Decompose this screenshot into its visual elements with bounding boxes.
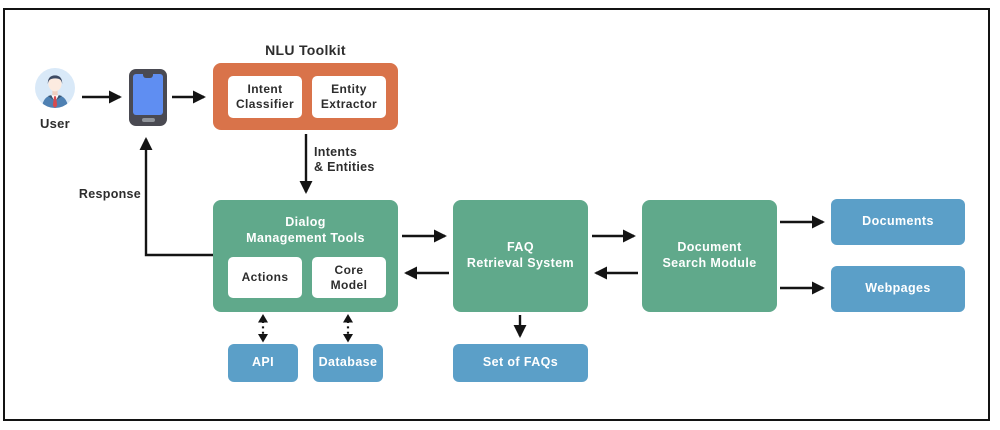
- faq-retrieval-box: FAQ Retrieval System: [453, 200, 588, 312]
- intents-entities-label: Intents & Entities: [314, 145, 375, 174]
- document-search-box: Document Search Module: [642, 200, 777, 312]
- api-box: API: [228, 344, 298, 382]
- user-label: User: [39, 116, 71, 131]
- smartphone-icon: [129, 69, 167, 126]
- phone-home-button: [141, 118, 155, 122]
- dialog-management-title: Dialog Management Tools: [246, 215, 365, 246]
- webpages-box: Webpages: [831, 266, 965, 312]
- database-box: Database: [313, 344, 383, 382]
- phone-notch: [143, 74, 153, 78]
- intent-classifier-box: Intent Classifier: [228, 76, 302, 118]
- set-of-faqs-box: Set of FAQs: [453, 344, 588, 382]
- core-model-box: Core Model: [312, 257, 386, 298]
- phone-screen: [133, 74, 163, 115]
- user-avatar-icon: [35, 68, 75, 108]
- documents-box: Documents: [831, 199, 965, 245]
- entity-extractor-box: Entity Extractor: [312, 76, 386, 118]
- response-label: Response: [78, 187, 142, 201]
- actions-box: Actions: [228, 257, 302, 298]
- nlu-toolkit-title: NLU Toolkit: [265, 42, 346, 58]
